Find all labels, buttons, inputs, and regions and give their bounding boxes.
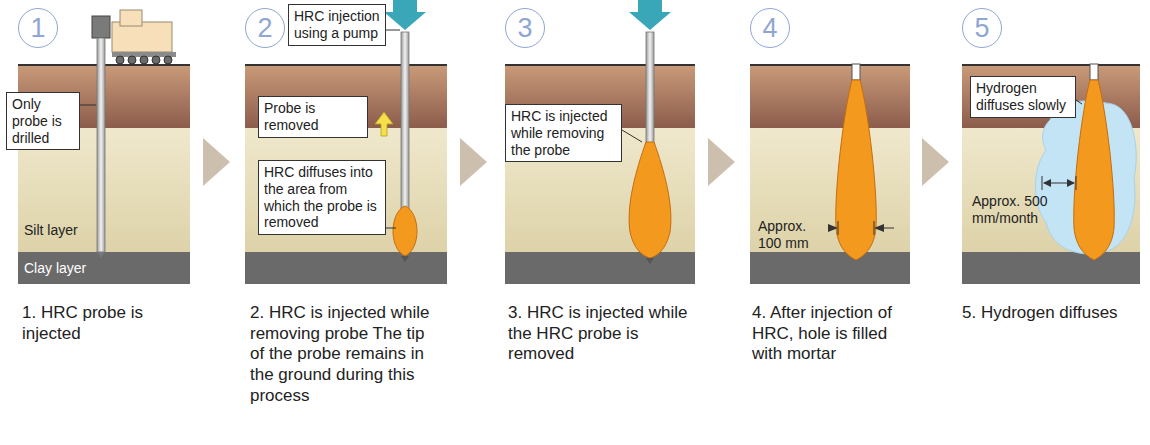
node-text: 1 — [30, 13, 45, 44]
node-text: HRC diffuses into the area from which th… — [264, 164, 380, 231]
step-number: 5 — [962, 8, 1002, 48]
step-caption: 4. After injection of HRC, hole is fille… — [752, 303, 902, 365]
callout-box: Probe is removed — [258, 96, 368, 138]
dimension-label: Approx. 500 mm/month — [972, 193, 1082, 227]
node-text: HRC injection using a pump — [294, 8, 380, 42]
node-text: Probe is removed — [264, 100, 362, 134]
dimension-label: Approx. 100 mm — [758, 218, 826, 252]
step-number: 3 — [505, 8, 545, 48]
step-caption: 5. Hydrogen diffuses — [962, 303, 1142, 324]
node-text: Hydrogen diffuses slowly — [976, 80, 1070, 114]
callout-box: HRC diffuses into the area from which th… — [258, 160, 386, 235]
node-text: 3 — [517, 13, 532, 44]
node-text: 4 — [762, 13, 777, 44]
step-caption: 3. HRC is injected while the HRC probe i… — [508, 303, 693, 365]
injection-step-3 — [622, 0, 671, 264]
layer-name: Silt layer — [24, 222, 174, 238]
step-caption: 1. HRC probe is injected — [22, 303, 192, 344]
node-text: 2 — [257, 13, 272, 44]
callout-box: Only probe is drilled — [6, 92, 80, 150]
drill-rig — [80, 10, 176, 258]
callout-box: HRC injection using a pump — [288, 4, 386, 46]
step-number: 4 — [750, 8, 790, 48]
layer-name: Clay layer — [24, 260, 174, 276]
step-caption: 2. HRC is injected while removing probe … — [250, 303, 442, 407]
ground-panels — [18, 64, 1140, 284]
step-number: 2 — [245, 8, 285, 48]
callout-box: Hydrogen diffuses slowly — [970, 76, 1076, 118]
node-text: HRC is injected while removing the probe — [511, 108, 616, 158]
node-text: Only probe is drilled — [12, 96, 74, 146]
mortar-step-4 — [828, 64, 894, 260]
step-number: 1 — [18, 8, 58, 48]
node-text: 5 — [974, 13, 989, 44]
callout-box: HRC is injected while removing the probe — [505, 104, 622, 162]
